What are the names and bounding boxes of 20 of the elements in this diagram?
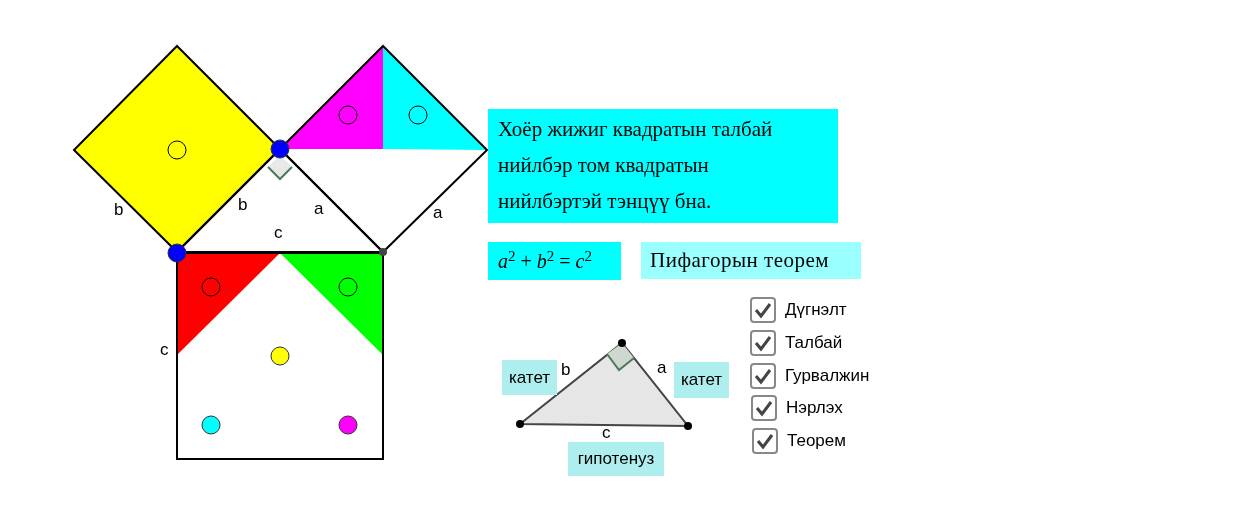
term-label: катет bbox=[502, 360, 557, 395]
text-box: a$^{2}$ + b$^{2}$ = c$^{2}$ bbox=[488, 242, 621, 280]
checkbox-label: Нэрлэх bbox=[786, 397, 843, 420]
checkbox-label: Гурвалжин bbox=[785, 365, 870, 388]
side-label: b bbox=[238, 195, 248, 215]
term-label: гипотенуз bbox=[568, 442, 664, 476]
side-label: c bbox=[274, 223, 283, 243]
side-label: a bbox=[657, 358, 667, 378]
side-label: a bbox=[314, 199, 324, 219]
side-label: c bbox=[602, 423, 611, 443]
checkbox-label: Дүгнэлт bbox=[785, 299, 847, 322]
side-label: a bbox=[433, 203, 443, 223]
text-box: Пифагорын теорем bbox=[641, 242, 861, 279]
side-label: b bbox=[114, 200, 124, 220]
checkbox-label: Теорем bbox=[787, 430, 846, 453]
side-label: b bbox=[561, 360, 571, 380]
term-label: катет bbox=[674, 362, 729, 398]
side-label: c bbox=[160, 340, 169, 360]
text-box: Хоёр жижиг квадратын талбай нийлбэр том квадратын нийлбэртэй тэнцүү бна. bbox=[488, 109, 838, 223]
checkbox-label: Талбай bbox=[785, 332, 843, 355]
